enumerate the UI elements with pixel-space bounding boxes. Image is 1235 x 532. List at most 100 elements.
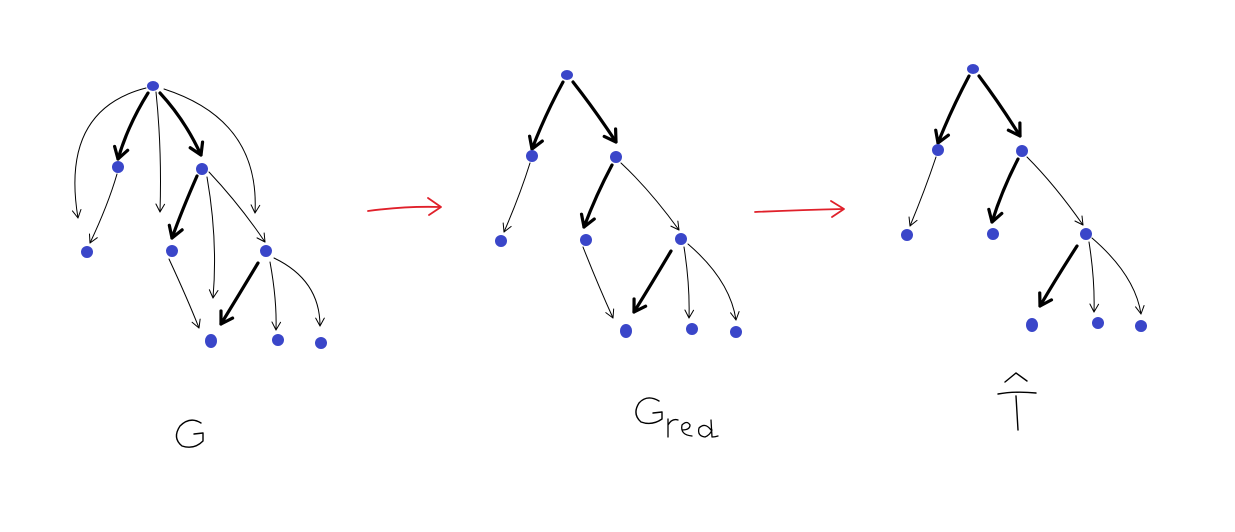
- that-edge-4-arrowhead: [987, 207, 1004, 224]
- g-edge-5: [163, 88, 256, 214]
- that-edge-7: [1088, 241, 1095, 313]
- g-edge-3-arrowhead: [71, 209, 82, 219]
- gred-edge-2-arrowhead: [602, 127, 618, 144]
- that-edge-5: [1026, 156, 1084, 226]
- that-edge-7-arrowhead: [1089, 303, 1100, 313]
- label-g-red-main: G: [630, 384, 665, 435]
- t-hat-topbar: [997, 391, 1037, 395]
- that-edge-5-arrowhead: [1074, 215, 1084, 226]
- g-edge-5-arrowhead: [250, 204, 261, 214]
- that-node-8: [1092, 317, 1104, 329]
- g-node-6: [260, 245, 272, 257]
- g-edge-3: [74, 87, 147, 219]
- gred-edge-2: [571, 80, 618, 144]
- gred-node-2: [526, 150, 538, 162]
- that-node-3: [1016, 145, 1028, 157]
- that-edge-8-arrowhead: [1135, 305, 1145, 315]
- gred-node-6: [675, 233, 687, 245]
- g-edge-2-arrowhead: [188, 140, 205, 157]
- label-g-red: Gred: [630, 388, 710, 432]
- label-t-hat-text: T: [998, 384, 1027, 435]
- g-edge-9-arrowhead: [256, 232, 266, 243]
- gred-edge-9-arrowhead: [730, 311, 740, 321]
- gred-edge-5-arrowhead: [670, 220, 680, 231]
- gred-edge-7-arrowhead: [632, 297, 648, 314]
- that-node-4: [901, 229, 913, 241]
- label-g-red-sub: red: [667, 411, 711, 441]
- g-edge-6: [89, 173, 118, 244]
- g-edge-6-arrowhead: [88, 233, 98, 244]
- g-edge-4: [155, 91, 161, 213]
- transition-arrow-2-head: [830, 200, 845, 218]
- gred-edge-9: [687, 243, 737, 321]
- that-edge-3-arrowhead: [908, 216, 918, 227]
- g-red-subscript-stroke: [667, 418, 719, 438]
- transition-arrow-1-head: [427, 197, 442, 216]
- that-node-6: [1080, 228, 1092, 240]
- that-edge-1-arrowhead: [934, 128, 950, 145]
- g-edge-10: [168, 258, 200, 329]
- that-edge-6-arrowhead: [1038, 291, 1054, 308]
- g-red-letter-drawn: [635, 397, 719, 438]
- that-node-2: [932, 144, 944, 156]
- g-edge-11: [219, 261, 260, 326]
- hat-symbol: [997, 372, 1037, 431]
- that-edge-6: [1038, 244, 1079, 308]
- g-node-3: [196, 163, 208, 175]
- gred-node-9: [730, 326, 742, 338]
- g-label-stroke: [175, 419, 204, 448]
- hat-caret: [1004, 372, 1028, 383]
- gred-edge-5: [620, 162, 680, 231]
- tree-t-hat: [901, 64, 1147, 332]
- g-edge-1-arrowhead: [113, 144, 130, 161]
- gred-edge-1: [530, 80, 565, 151]
- g-edge-4-arrowhead: [155, 203, 166, 213]
- label-g: G: [172, 410, 207, 454]
- gred-edge-3-arrowhead: [502, 222, 512, 233]
- t-hat-stem: [1015, 395, 1019, 431]
- g-letter-drawn: [175, 419, 204, 448]
- g-edge-11-arrowhead: [219, 309, 235, 326]
- g-node-5: [166, 245, 178, 257]
- that-edge-1: [936, 74, 971, 145]
- gred-edge-4: [582, 163, 614, 229]
- gred-edge-8-arrowhead: [684, 309, 695, 319]
- graph-g-red: [495, 70, 742, 338]
- g-edge-12-arrowhead: [271, 321, 282, 331]
- that-node-5: [987, 228, 999, 240]
- g-edge-8-arrowhead: [208, 289, 219, 299]
- that-node-1: [967, 64, 979, 74]
- g-edge-13: [273, 257, 321, 327]
- g-edge-10-arrowhead: [191, 318, 201, 329]
- gred-node-8: [686, 323, 698, 335]
- that-node-9: [1135, 320, 1147, 332]
- that-node-7: [1026, 318, 1038, 332]
- g-node-9: [315, 337, 327, 349]
- transition-arrow-1: [367, 205, 441, 212]
- gred-node-3: [610, 151, 622, 163]
- gred-edge-1-arrowhead: [528, 134, 544, 151]
- g-edge-12: [269, 261, 277, 331]
- that-edge-3: [909, 156, 937, 227]
- gred-edge-6: [582, 246, 614, 319]
- label-t-hat: T: [998, 388, 1027, 432]
- gred-node-5: [580, 234, 592, 246]
- gred-edge-8: [683, 246, 690, 319]
- gred-edge-4-arrowhead: [579, 212, 596, 229]
- g-edge-1: [116, 91, 150, 161]
- g-node-7: [205, 334, 217, 348]
- that-edge-2-arrowhead: [1006, 121, 1022, 138]
- g-edge-13-arrowhead: [315, 317, 325, 327]
- gred-edge-7: [632, 249, 673, 314]
- that-edge-4: [990, 157, 1020, 224]
- transition-arrows: [367, 197, 845, 218]
- that-edge-8: [1091, 237, 1142, 315]
- g-edge-7: [170, 174, 199, 240]
- g-node-4: [81, 246, 93, 258]
- g-node-2: [112, 161, 124, 173]
- gred-node-4: [495, 235, 507, 247]
- gred-node-1: [561, 70, 573, 80]
- g-edge-8: [206, 176, 216, 299]
- g-node-1: [147, 81, 159, 91]
